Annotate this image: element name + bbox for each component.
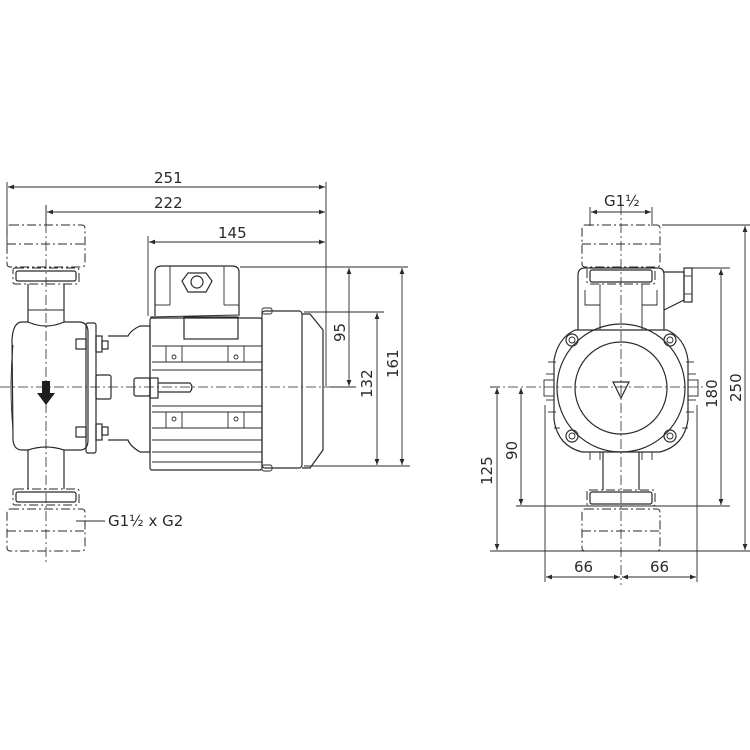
svg-text:66: 66	[574, 558, 593, 576]
dim-66-right: 66	[622, 558, 696, 580]
svg-text:251: 251	[154, 169, 183, 187]
connection-label: G1½ x G2	[108, 512, 183, 530]
svg-text:161: 161	[384, 349, 402, 378]
front-top-fitting	[581, 224, 661, 285]
front-view: G1½ 125 90 180 250 66 66	[478, 192, 750, 585]
side-view: G1½ x G2	[0, 169, 410, 565]
svg-text:145: 145	[218, 224, 247, 242]
fan-cover	[261, 307, 324, 472]
dim-222: 222	[47, 194, 325, 215]
dim-132: 132	[358, 313, 380, 465]
svg-text:95: 95	[331, 323, 349, 342]
dim-66-left: 66	[546, 558, 620, 580]
dim-145: 145	[149, 224, 325, 245]
dim-251: 251	[8, 169, 325, 190]
pump-flange	[75, 322, 151, 454]
dim-180: 180	[703, 269, 724, 505]
flow-direction-arrow	[37, 381, 55, 405]
motor	[149, 265, 263, 471]
motor-front-face	[543, 323, 699, 460]
svg-text:180: 180	[703, 379, 721, 408]
dim-250: 250	[727, 226, 748, 550]
dim-125: 125	[478, 388, 500, 550]
svg-text:G1½: G1½	[604, 192, 640, 210]
svg-text:125: 125	[478, 456, 496, 485]
svg-text:66: 66	[650, 558, 669, 576]
svg-text:132: 132	[358, 369, 376, 398]
dim-90: 90	[503, 388, 524, 505]
dim-g1-half: G1½	[591, 192, 651, 215]
bottom-union-fitting	[6, 488, 86, 552]
svg-text:222: 222	[154, 194, 183, 212]
dim-161: 161	[384, 268, 405, 465]
svg-text:90: 90	[503, 441, 521, 460]
dim-95: 95	[331, 268, 352, 386]
rotation-triangle-icon	[612, 381, 630, 400]
svg-text:250: 250	[727, 373, 745, 402]
